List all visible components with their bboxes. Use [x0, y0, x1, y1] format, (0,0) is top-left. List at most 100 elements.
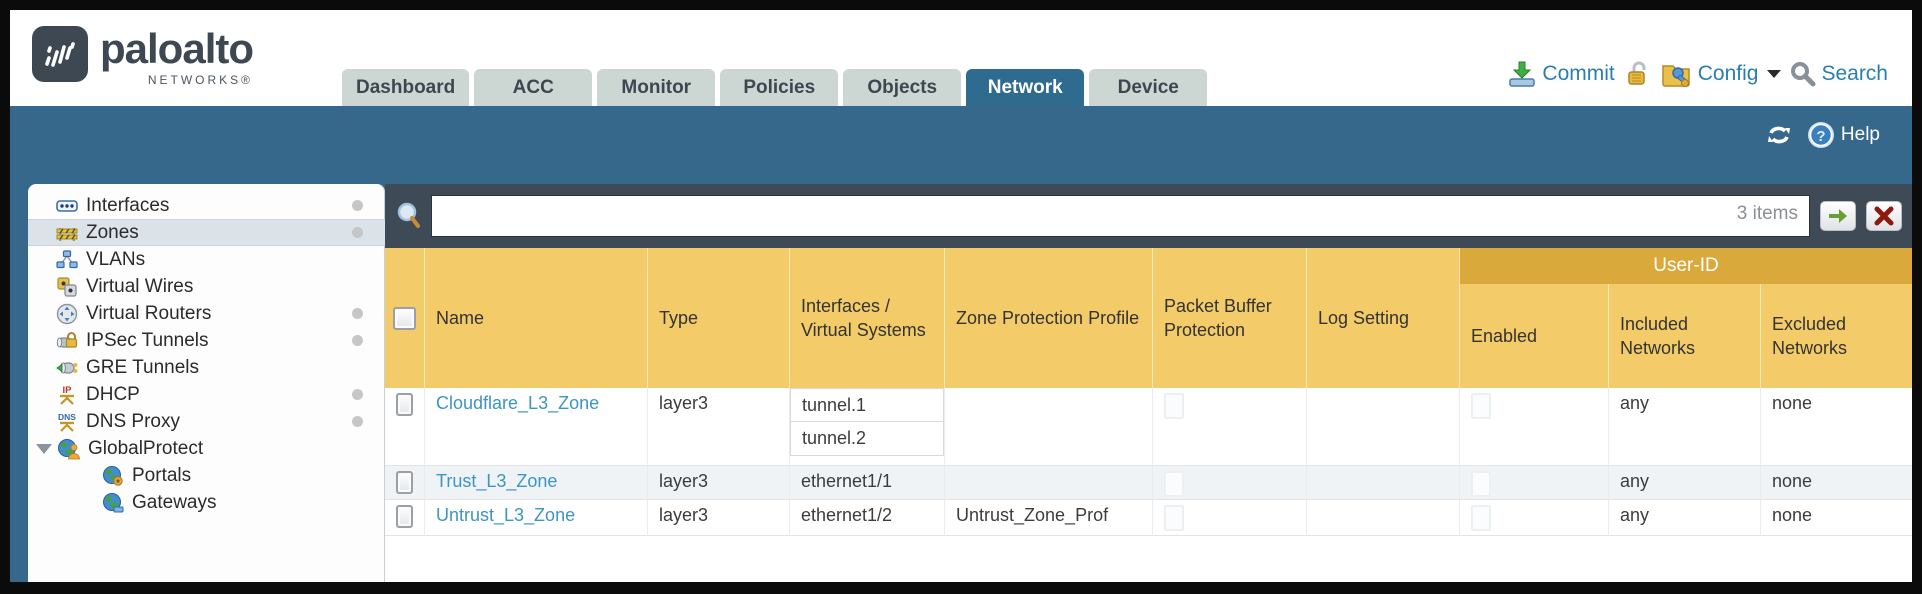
- sidebar-item-label: Virtual Routers: [86, 302, 212, 324]
- column-header-packet-buffer[interactable]: Packet Buffer Protection: [1153, 248, 1307, 388]
- sidebar-item-label: GRE Tunnels: [86, 356, 199, 378]
- user-id-enabled-checkbox[interactable]: [1471, 393, 1491, 419]
- sidebar-item-vlans[interactable]: VLANs: [28, 246, 385, 273]
- row-checkbox[interactable]: [396, 471, 413, 494]
- zone-interfaces: ethernet1/1: [790, 466, 945, 502]
- status-dot: [352, 416, 363, 427]
- sidebar-item-virtual-wires[interactable]: Virtual Wires: [28, 273, 385, 300]
- column-header-name[interactable]: Name: [425, 248, 648, 388]
- sidebar-item-label: VLANs: [86, 248, 146, 270]
- help-label: Help: [1840, 124, 1880, 145]
- commit-button[interactable]: Commit: [1507, 60, 1615, 88]
- dns-proxy-icon: DNS: [58, 412, 76, 432]
- tab-policies[interactable]: Policies: [720, 69, 839, 106]
- brand-subtitle: NETWORKS®: [147, 73, 254, 87]
- sidebar-item-label: GlobalProtect: [88, 437, 204, 459]
- config-label: Config: [1697, 62, 1759, 85]
- tab-monitor[interactable]: Monitor: [597, 69, 716, 106]
- zone-type: layer3: [648, 388, 790, 465]
- row-checkbox[interactable]: [396, 393, 413, 416]
- utility-links: Commit Config: [1507, 60, 1888, 88]
- sidebar-item-globalprotect[interactable]: GlobalProtect: [28, 435, 385, 462]
- gre-tunnels-icon: [56, 361, 78, 374]
- sidebar-item-gre-tunnels[interactable]: GRE Tunnels: [28, 354, 385, 381]
- column-header-type[interactable]: Type: [648, 248, 790, 388]
- user-id-enabled-checkbox[interactable]: [1471, 505, 1491, 531]
- zone-type: layer3: [648, 500, 790, 536]
- help-button[interactable]: ? Help: [1806, 120, 1880, 150]
- packet-buffer-checkbox[interactable]: [1164, 393, 1184, 419]
- select-all-checkbox[interactable]: [393, 306, 416, 330]
- apply-filter-button[interactable]: [1820, 201, 1856, 231]
- column-header-excluded-networks[interactable]: Excluded Networks: [1772, 313, 1848, 358]
- expander-icon[interactable]: [36, 443, 52, 454]
- interfaces-icon: [56, 199, 78, 212]
- packet-buffer-checkbox[interactable]: [1164, 471, 1184, 497]
- status-dot: [352, 308, 363, 319]
- sidebar-item-gateways[interactable]: Gateways: [28, 489, 385, 516]
- sidebar-item-dns-proxy[interactable]: DNS DNS Proxy: [28, 408, 385, 435]
- zone-name-link[interactable]: Trust_L3_Zone: [436, 471, 558, 491]
- log-setting: [1307, 388, 1460, 465]
- user-id-enabled-checkbox[interactable]: [1471, 471, 1491, 497]
- dhcp-icon: IP: [60, 385, 74, 405]
- zone-name-link[interactable]: Untrust_L3_Zone: [436, 505, 576, 525]
- table-row: Cloudflare_L3_Zone layer3 tunnel.1 tunne…: [385, 388, 1912, 466]
- included-networks: any: [1609, 388, 1761, 465]
- commit-label: Commit: [1542, 62, 1615, 85]
- sidebar-item-portals[interactable]: Portals: [28, 462, 385, 489]
- status-dot: [352, 335, 363, 346]
- sidebar-item-label: Virtual Wires: [86, 275, 194, 297]
- sidebar-item-zones[interactable]: Zones: [28, 219, 385, 246]
- filter-input[interactable]: [431, 195, 1810, 237]
- packet-buffer-checkbox[interactable]: [1164, 505, 1184, 531]
- filter-toolbar: 3 items: [385, 184, 1912, 248]
- column-header-log-setting[interactable]: Log Setting: [1307, 248, 1460, 388]
- svg-text:DNS: DNS: [58, 412, 76, 422]
- virtual-wires-icon: [57, 276, 77, 297]
- sidebar-item-dhcp[interactable]: IP DHCP: [28, 381, 385, 408]
- column-header-enabled[interactable]: Enabled: [1460, 248, 1609, 388]
- sidebar-item-virtual-routers[interactable]: Virtual Routers: [28, 300, 385, 327]
- sidebar-item-interfaces[interactable]: Interfaces: [28, 192, 385, 219]
- log-setting: [1307, 500, 1460, 536]
- tab-dashboard[interactable]: Dashboard: [342, 69, 470, 106]
- content-band: ? Help Interfaces: [10, 106, 1912, 582]
- virtual-routers-icon: [56, 303, 78, 324]
- zone-protection-profile: [945, 388, 1153, 465]
- tab-objects[interactable]: Objects: [843, 69, 962, 106]
- column-header-included-networks[interactable]: Included Networks: [1609, 248, 1761, 388]
- zone-protection-profile: Untrust_Zone_Prof: [945, 500, 1153, 536]
- help-icon: ?: [1807, 122, 1834, 148]
- paloalto-logo: paloalto NETWORKS®: [32, 26, 254, 87]
- zones-icon: [56, 227, 78, 241]
- globalprotect-icon: [58, 438, 80, 459]
- config-caret-icon: [1767, 70, 1782, 78]
- tab-acc[interactable]: ACC: [474, 69, 593, 106]
- status-dot: [352, 200, 363, 211]
- main-tabs: Dashboard ACC Monitor Policies Objects N…: [342, 69, 1208, 106]
- sidebar-item-label: IPSec Tunnels: [86, 329, 209, 351]
- excluded-networks: none: [1772, 505, 1813, 525]
- svg-text:IP: IP: [63, 385, 73, 396]
- sidebar-item-ipsec-tunnels[interactable]: IPSec Tunnels: [28, 327, 385, 354]
- tab-device[interactable]: Device: [1089, 69, 1208, 106]
- ipsec-tunnels-icon: [56, 331, 78, 348]
- clear-filter-button[interactable]: [1866, 201, 1902, 231]
- zones-panel: 3 items User-ID: [385, 184, 1912, 582]
- interface-item: tunnel.1: [790, 388, 944, 422]
- tab-network[interactable]: Network: [966, 69, 1085, 106]
- refresh-button[interactable]: [1764, 122, 1794, 148]
- zone-interfaces: ethernet1/2: [790, 500, 945, 536]
- search-icon: [1791, 62, 1816, 87]
- search-button[interactable]: Search: [1790, 61, 1888, 87]
- zone-name-link[interactable]: Cloudflare_L3_Zone: [436, 393, 600, 413]
- included-networks: any: [1609, 466, 1761, 502]
- refresh-icon: [1767, 126, 1790, 144]
- column-header-interfaces[interactable]: Interfaces / Virtual Systems: [790, 248, 945, 388]
- row-checkbox[interactable]: [396, 505, 413, 528]
- column-header-zone-protection[interactable]: Zone Protection Profile: [945, 248, 1153, 388]
- lock-button[interactable]: [1624, 60, 1652, 88]
- config-menu[interactable]: Config: [1661, 60, 1782, 88]
- table-row: Trust_L3_Zone layer3 ethernet1/1 any non…: [385, 466, 1912, 502]
